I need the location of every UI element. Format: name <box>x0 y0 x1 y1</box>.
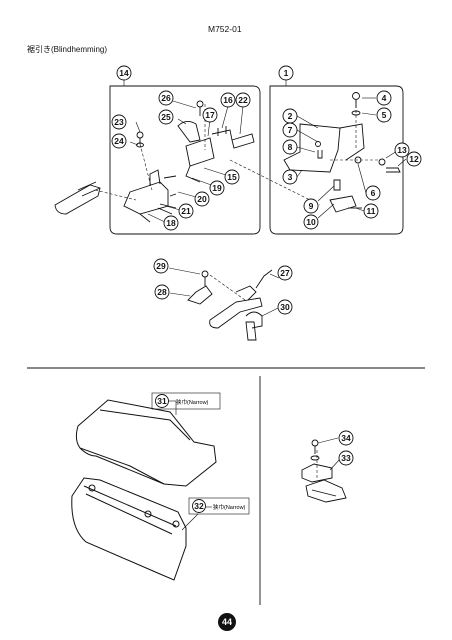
hemming-guide-assembly <box>54 100 255 223</box>
svg-text:2: 2 <box>288 111 293 121</box>
svg-text:5: 5 <box>382 110 387 120</box>
group-box-14 <box>109 85 261 235</box>
part-callout-33: 33 <box>338 450 354 466</box>
section-title: 裾引き(Blindhemming) <box>27 45 108 54</box>
svg-text:34: 34 <box>341 433 351 443</box>
part-callout-14: 14 <box>116 65 132 81</box>
part-callout-32: 32 <box>192 499 206 513</box>
caption-31: 狭巾(Narrow) <box>176 398 209 406</box>
part-callout-20: 20 <box>194 191 210 207</box>
document-code: M752-01 <box>208 24 242 34</box>
presser-foot-assembly <box>301 439 347 503</box>
part-callout-1: 1 <box>278 65 294 81</box>
page-number-badge: 44 <box>218 613 236 631</box>
part-callout-25: 25 <box>158 109 174 125</box>
bracket-assembly <box>283 92 401 213</box>
svg-text:20: 20 <box>197 194 207 204</box>
cover-31 <box>75 399 217 487</box>
part-callout-26: 26 <box>158 90 174 106</box>
part-callout-11: 11 <box>363 203 379 219</box>
svg-text:26: 26 <box>161 93 171 103</box>
part-callout-15: 15 <box>224 169 240 185</box>
part-callout-31: 31 <box>155 394 169 408</box>
part-callout-13: 13 <box>394 142 410 158</box>
svg-text:27: 27 <box>280 268 290 278</box>
svg-text:31: 31 <box>157 396 167 406</box>
svg-text:28: 28 <box>157 287 167 297</box>
part-callout-19: 19 <box>209 180 225 196</box>
part-callout-28: 28 <box>154 284 170 300</box>
part-callout-24: 24 <box>111 133 127 149</box>
svg-text:16: 16 <box>223 95 233 105</box>
svg-text:11: 11 <box>367 206 376 216</box>
svg-text:10: 10 <box>306 217 316 227</box>
part-callout-34: 34 <box>338 430 354 446</box>
part-callout-4: 4 <box>376 90 392 106</box>
group-box-1 <box>269 85 404 235</box>
svg-text:12: 12 <box>409 154 419 164</box>
part-callout-5: 5 <box>376 107 392 123</box>
svg-text:19: 19 <box>212 183 222 193</box>
svg-text:1: 1 <box>284 68 289 78</box>
svg-text:4: 4 <box>382 93 387 103</box>
part-callout-6: 6 <box>365 185 381 201</box>
part-callout-29: 29 <box>153 258 169 274</box>
part-callout-2: 2 <box>282 108 298 124</box>
part-callout-30: 30 <box>277 299 293 315</box>
svg-text:18: 18 <box>166 218 176 228</box>
part-callout-16: 16 <box>220 92 236 108</box>
svg-text:25: 25 <box>161 112 171 122</box>
part-callout-3: 3 <box>282 169 298 185</box>
svg-text:22: 22 <box>238 95 248 105</box>
part-callout-9: 9 <box>303 198 319 214</box>
svg-text:8: 8 <box>288 142 293 152</box>
svg-text:6: 6 <box>371 188 376 198</box>
part-callout-22: 22 <box>235 92 251 108</box>
svg-text:14: 14 <box>119 68 129 78</box>
svg-text:13: 13 <box>397 145 407 155</box>
svg-text:29: 29 <box>156 261 166 271</box>
part-callout-23: 23 <box>111 114 127 130</box>
part-callout-7: 7 <box>282 122 298 138</box>
part-callout-10: 10 <box>303 214 319 230</box>
cover-32 <box>71 477 187 581</box>
svg-text:3: 3 <box>288 172 293 182</box>
svg-text:30: 30 <box>280 302 290 312</box>
svg-text:7: 7 <box>288 125 293 135</box>
svg-text:17: 17 <box>205 110 215 120</box>
part-callout-12: 12 <box>406 151 422 167</box>
part-callout-17: 17 <box>202 107 218 123</box>
caption-32: 狭巾(Narrow) <box>213 503 246 511</box>
svg-text:44: 44 <box>222 617 232 627</box>
svg-text:32: 32 <box>194 501 204 511</box>
svg-text:9: 9 <box>309 201 314 211</box>
part-callout-18: 18 <box>163 215 179 231</box>
edge-guide-assembly <box>187 269 273 341</box>
svg-text:23: 23 <box>114 117 124 127</box>
svg-text:33: 33 <box>341 453 351 463</box>
svg-text:21: 21 <box>181 206 191 216</box>
svg-text:24: 24 <box>114 136 124 146</box>
part-callout-8: 8 <box>282 139 298 155</box>
part-callout-21: 21 <box>178 203 194 219</box>
caption-boxes <box>151 392 250 515</box>
part-callout-27: 27 <box>277 265 293 281</box>
svg-text:15: 15 <box>227 172 237 182</box>
leader-lines <box>123 79 407 531</box>
